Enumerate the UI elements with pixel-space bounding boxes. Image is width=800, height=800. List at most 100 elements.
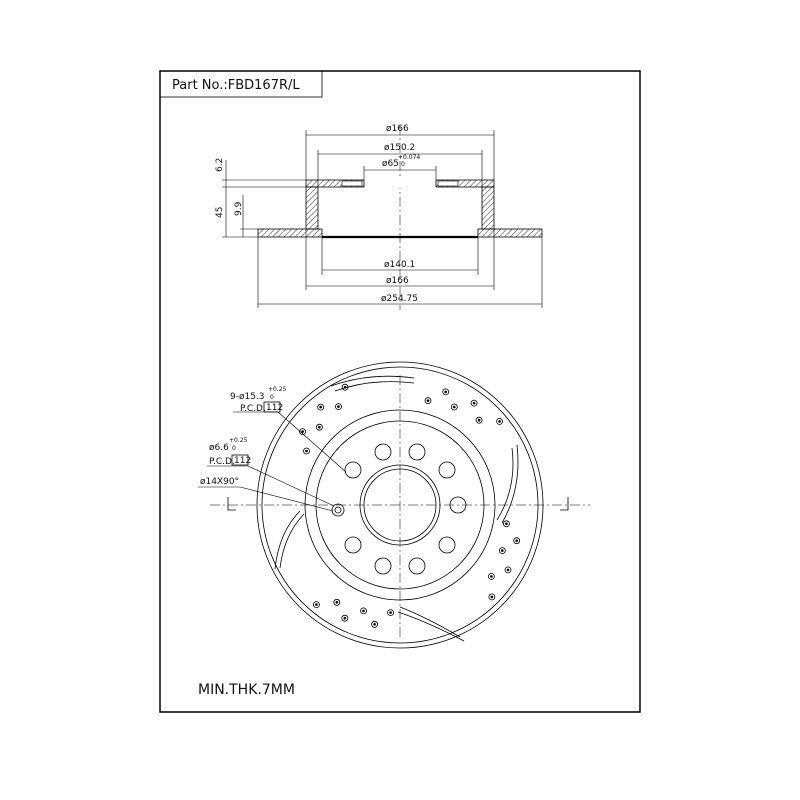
drilled-holes	[299, 383, 521, 628]
drilled-hole-center	[315, 603, 318, 606]
hat-wall-left	[305, 186, 319, 230]
drilled-hole-center	[515, 539, 518, 542]
drilled-hole	[502, 520, 510, 528]
drilled-hole	[303, 447, 310, 455]
title-block: Part No.:FBD167R/L	[159, 70, 323, 98]
dim-d166-top: ø166	[386, 124, 409, 134]
drilled-hole-center	[501, 549, 504, 552]
drilled-hole	[341, 614, 349, 622]
drilled-hole	[360, 607, 367, 615]
hub-bolt-holes	[344, 443, 467, 575]
bolt-hole	[438, 536, 456, 554]
slot	[334, 381, 415, 392]
drilled-hole	[424, 397, 432, 405]
bolt-hole	[408, 443, 426, 461]
center-bore-gap	[364, 179, 436, 188]
drilled-hole-center	[373, 623, 376, 626]
dim-d65-tol-lower: 0	[401, 161, 405, 168]
drilled-hole-center	[343, 385, 347, 389]
drilled-hole-center	[505, 522, 508, 526]
dim-h45: 45	[215, 207, 225, 218]
leader-line	[239, 486, 334, 512]
dim-d65-tol-upper: +0.074	[398, 154, 420, 161]
dim-d65: ø65	[382, 159, 399, 169]
drilled-hole-center	[362, 609, 365, 613]
drilled-hole	[317, 403, 325, 411]
section-marker-left	[227, 497, 236, 511]
dim-d150: ø150.2	[384, 143, 415, 153]
drilled-hole	[488, 593, 496, 601]
callout-small-pcd: P.C.D.	[209, 457, 235, 467]
leader-line	[277, 411, 347, 473]
callout-small-text: ø6.6	[209, 443, 229, 453]
rotor-slots	[274, 375, 519, 642]
callout-chamfer-text: ø14X90°	[200, 477, 239, 487]
rotor-outer-edge	[256, 361, 544, 649]
callout-holes-tol-lower: 0	[270, 394, 274, 401]
bolt-hole	[438, 461, 456, 479]
drilled-hole-center	[335, 601, 339, 604]
callout-holes-tol-upper: +0.25	[268, 386, 287, 393]
dim-d140: ø140.1	[384, 260, 415, 270]
drilled-hole-center	[318, 425, 321, 429]
callout-holes-pcd-value: 112	[266, 403, 283, 413]
drilled-hole-center	[506, 568, 510, 572]
drilled-hole-center	[490, 595, 494, 599]
drilled-hole	[341, 383, 349, 391]
drilled-hole	[371, 620, 379, 628]
drilled-hole	[315, 423, 323, 431]
drilled-hole	[450, 403, 458, 411]
bolt-hole	[374, 557, 392, 575]
drilled-hole	[299, 428, 307, 436]
drilled-hole	[504, 566, 512, 574]
dim-h62: 6.2	[215, 158, 225, 172]
drilled-hole	[487, 573, 495, 580]
leader-line	[247, 465, 335, 507]
section-marker-right	[560, 497, 569, 511]
bolt-recess-right	[437, 180, 459, 187]
slot	[279, 513, 305, 569]
title-box	[159, 70, 323, 98]
locating-hole	[331, 503, 345, 517]
slot	[330, 375, 415, 387]
drilled-hole-center	[343, 616, 347, 620]
bolt-recess-left	[341, 180, 363, 187]
callout-small-tol-lower: 0	[232, 445, 236, 452]
bolt-hole	[449, 496, 467, 514]
drilled-hole	[496, 417, 504, 425]
bolt-hole	[344, 461, 362, 479]
drilled-hole	[498, 547, 506, 554]
center-bore-chamfer	[363, 468, 437, 542]
slot	[397, 611, 465, 642]
drilled-hole-center	[305, 449, 308, 453]
callout-holes-pcd-box	[263, 401, 281, 413]
drilled-hole	[387, 609, 395, 616]
drilled-hole	[335, 403, 342, 411]
dim-d166-bottom: ø166	[386, 276, 409, 286]
hat-step-ring	[315, 420, 485, 590]
dim-h99: 9.9	[234, 201, 244, 216]
drilled-hole-center	[301, 430, 304, 433]
drilled-hole	[513, 537, 521, 545]
center-bore	[359, 464, 441, 546]
slot	[496, 447, 514, 521]
section-view: ø166 ø150.2 ø65 +0.074 0 6.2 45 9.9 ø140…	[215, 124, 543, 310]
rotor-flange-right	[477, 228, 543, 238]
drilled-hole-center	[319, 405, 323, 409]
drilled-hole-center	[426, 399, 430, 403]
callout-small-pcd-box	[231, 454, 249, 466]
rotor-outer-chamfer	[261, 366, 539, 644]
callout-holes-pcd: P.C.D.	[240, 404, 266, 414]
drilled-hole-center	[337, 405, 340, 408]
drilled-hole-center	[453, 405, 456, 409]
drawing-frame	[159, 70, 641, 713]
callout-small-pcd-value: 112	[234, 456, 251, 466]
callout-holes-text: 9-ø15.3	[230, 392, 265, 402]
hat-wall-right	[481, 186, 495, 230]
front-view: 9-ø15.3 +0.25 0 P.C.D. 112 ø6.6 +0.25 0 …	[198, 361, 590, 649]
locating-hole-inner	[334, 506, 342, 514]
drilled-hole	[442, 388, 450, 396]
drilled-hole-center	[389, 611, 392, 614]
drilled-hole	[470, 399, 478, 407]
